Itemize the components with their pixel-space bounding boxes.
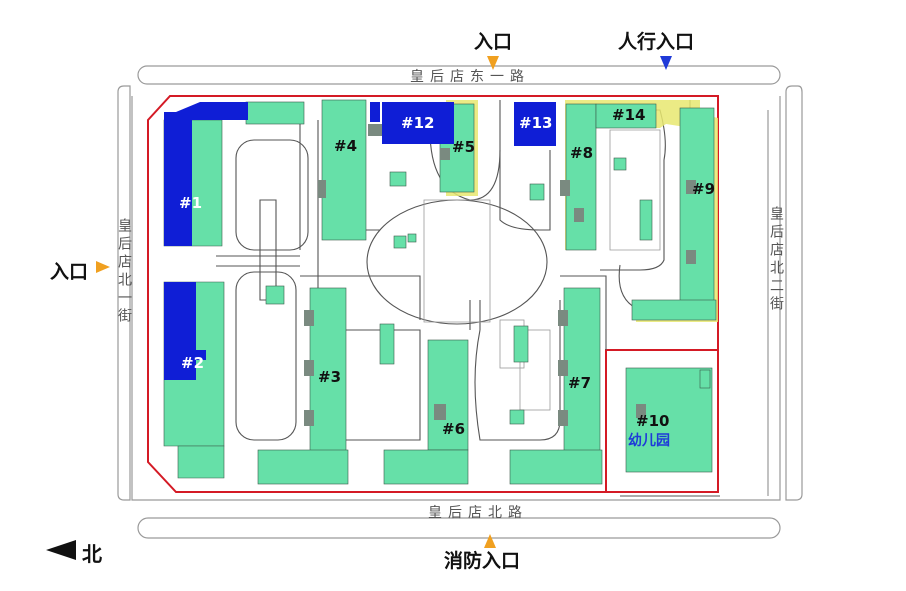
building-3-label: #3 — [318, 368, 342, 386]
building-4-label: #4 — [334, 137, 358, 155]
building-10-label: #10 — [636, 412, 670, 430]
building-14-label: #14 — [612, 106, 646, 124]
building-5-label: #5 — [452, 138, 476, 156]
road-label-right: 皇后店北二街 — [768, 206, 784, 314]
entrance-left-arrow-icon — [96, 261, 110, 273]
road-label-left: 皇后店北一街 — [116, 218, 132, 326]
entrance-left-label: 入口 — [50, 261, 89, 283]
north-label: 北 — [82, 542, 102, 566]
entrance-top-label: 入口 — [474, 31, 513, 53]
building-6-label: #6 — [442, 420, 466, 438]
road-label-top: 皇后店东一路 — [410, 69, 530, 85]
green-buildings — [163, 99, 717, 485]
building-7-label: #7 — [568, 374, 592, 392]
building-9-label: #9 — [692, 180, 716, 198]
site-boundary — [147, 95, 719, 493]
fire-entrance-arrow-icon — [484, 534, 496, 548]
building-12-label: #12 — [401, 114, 435, 132]
kindergarten-label: 幼儿园 — [628, 433, 670, 449]
building-details — [304, 124, 696, 426]
pedestrian-entrance-arrow-icon — [660, 56, 672, 70]
minor-lines — [423, 129, 661, 411]
building-2-label: #2 — [181, 354, 205, 372]
building-1-label: #1 — [179, 194, 203, 212]
road-label-bottom: 皇后店北路 — [428, 505, 528, 521]
building-13-label: #13 — [519, 114, 553, 132]
entrance-top-arrow-icon — [487, 56, 499, 70]
fire-entrance-label: 消防入口 — [444, 550, 521, 572]
north-arrow-icon — [46, 540, 76, 560]
blue-buildings — [164, 102, 556, 380]
building-8-label: #8 — [570, 144, 594, 162]
road-outlines — [117, 65, 803, 539]
pedestrian-entrance-label: 人行入口 — [618, 31, 695, 53]
